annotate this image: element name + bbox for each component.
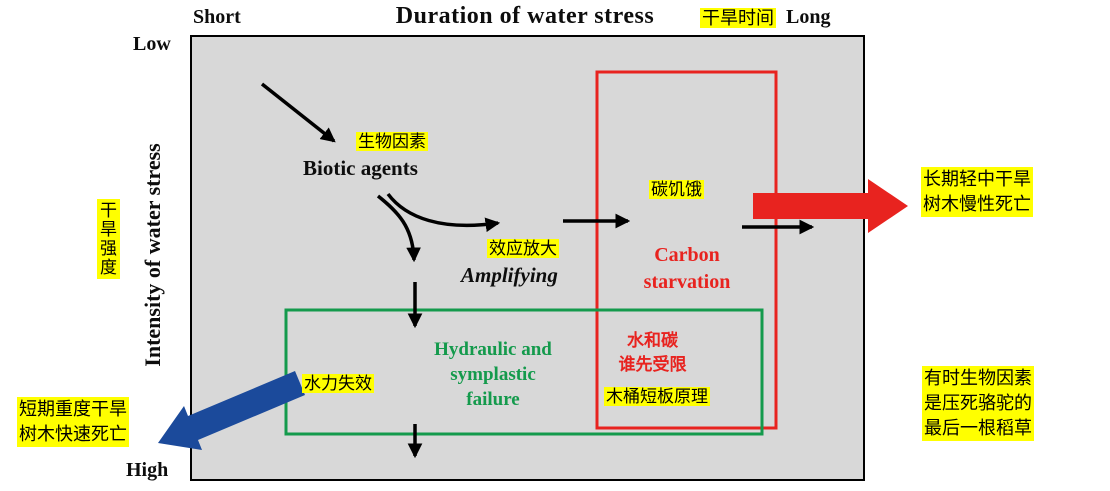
rapid-mortality-line1: 短期重度干旱 (17, 397, 129, 422)
x-axis-title: Duration of water stress (395, 3, 655, 29)
biotic-agents-cn-text: 生物因素 (356, 132, 428, 151)
rapid-mortality-annotation: 短期重度干旱 树木快速死亡 (17, 397, 129, 447)
y-axis-title-cn-highlight: 干旱强度 (97, 199, 120, 279)
x-axis-max-label: Long (786, 6, 831, 28)
rapid-mortality-line2: 树木快速死亡 (17, 422, 129, 447)
x-axis-title-cn-highlight: 干旱时间 (700, 7, 776, 29)
last-straw-line3: 最后一根稻草 (922, 416, 1034, 441)
hydraulic-failure-line2: symplastic (450, 364, 536, 385)
last-straw-line2: 是压死骆驼的 (922, 391, 1034, 416)
biotic-agents-cn-highlight: 生物因素 (356, 131, 428, 153)
water-carbon-limit-line2: 谁先受限 (618, 355, 687, 374)
amplifying-cn-highlight: 效应放大 (487, 238, 559, 260)
last-straw-annotation: 有时生物因素 是压死骆驼的 最后一根稻草 (922, 366, 1034, 441)
amplifying-label: Amplifying (461, 263, 558, 287)
water-carbon-limit-line1: 水和碳 (627, 331, 678, 350)
carbon-starvation-line2: starvation (643, 271, 731, 293)
y-axis-max-label: High (126, 459, 169, 481)
carbon-starvation-line1: Carbon (654, 244, 720, 266)
y-axis-min-label: Low (133, 33, 171, 55)
bucket-principle-text: 木桶短板原理 (604, 387, 710, 406)
chronic-mortality-line1: 长期轻中干旱 (921, 167, 1033, 192)
y-axis-title: Intensity of water stress (140, 143, 165, 367)
carbon-starvation-cn-highlight: 碳饥饿 (649, 179, 704, 201)
hydraulic-failure-cn-highlight: 水力失效 (302, 373, 374, 395)
bucket-principle-highlight: 木桶短板原理 (604, 386, 710, 408)
water-carbon-limit-note: 水和碳 谁先受限 (595, 329, 710, 377)
biotic-agents-label: Biotic agents (303, 156, 418, 180)
amplifying-cn-text: 效应放大 (487, 239, 559, 258)
chronic-mortality-annotation: 长期轻中干旱 树木慢性死亡 (921, 167, 1033, 217)
x-axis-min-label: Short (193, 6, 241, 28)
hydraulic-failure-line3: failure (466, 389, 520, 410)
chronic-mortality-line2: 树木慢性死亡 (921, 192, 1033, 217)
hydraulic-failure-line1: Hydraulic and (434, 339, 552, 360)
carbon-starvation-label: Carbon starvation (612, 242, 762, 296)
hydraulic-failure-label: Hydraulic and symplastic failure (398, 337, 588, 412)
last-straw-line1: 有时生物因素 (922, 366, 1034, 391)
hydraulic-failure-cn-text: 水力失效 (302, 374, 374, 393)
carbon-starvation-cn-text: 碳饥饿 (649, 180, 704, 199)
x-axis-title-cn-text: 干旱时间 (700, 8, 776, 28)
